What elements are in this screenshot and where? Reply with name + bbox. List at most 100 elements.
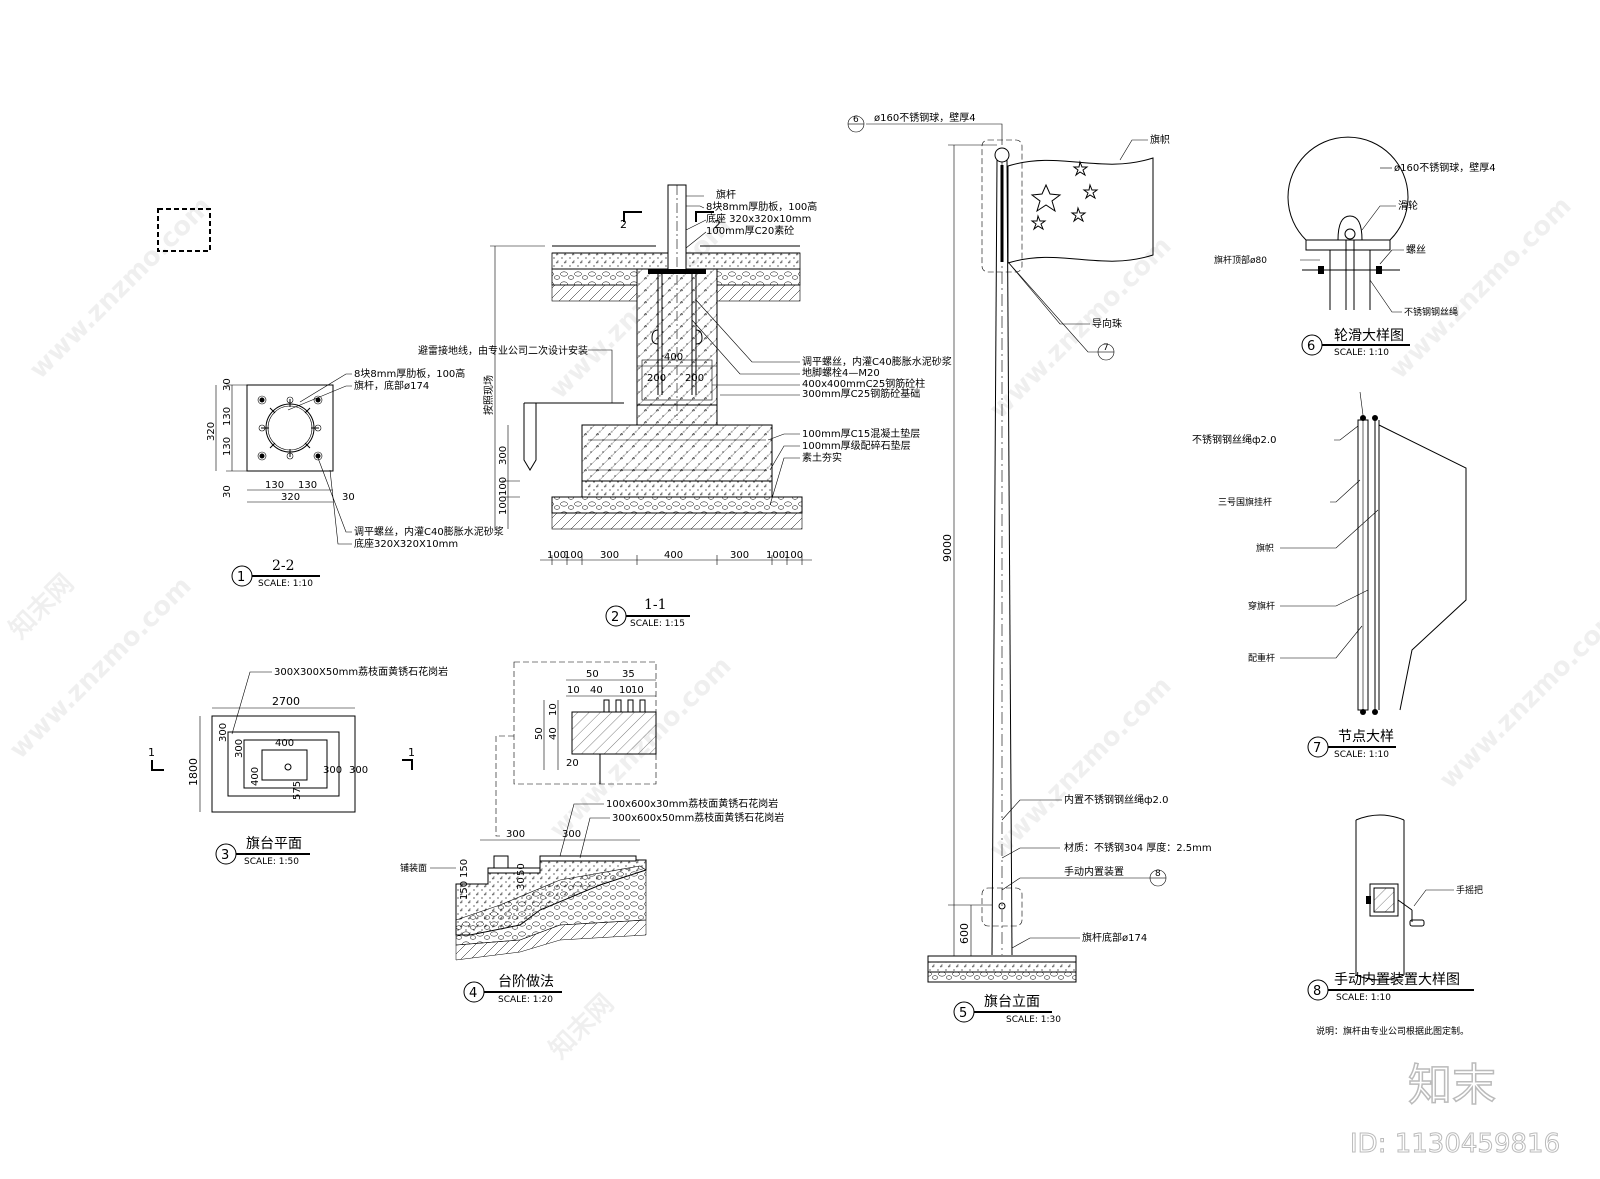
dim-label: 100 <box>498 477 509 496</box>
dim-label: 300 <box>323 765 342 776</box>
detail-number: 2 <box>611 610 619 625</box>
dim-label: 300 <box>506 829 525 840</box>
ref-number: 7 <box>1103 343 1109 353</box>
detail-scale: SCALE: 1:15 <box>630 619 685 629</box>
dim-label: 40 <box>590 685 603 696</box>
note: 三号国旗挂杆 <box>1218 496 1272 508</box>
dim-label: 100 <box>784 550 803 561</box>
detail-7-node: 不锈钢钢丝绳ф2.0 三号国旗挂杆 旗帜 穿旗杆 配重杆 7 节点大样 SCAL… <box>1192 391 1467 760</box>
detail-title: 节点大样 <box>1338 729 1394 745</box>
detail-8-manual-device: 手摇把 8 手动内置装置大样图 SCALE: 1:10 说明：旗杆由专业公司根据… <box>1307 814 1483 1037</box>
detail-title: 1-1 <box>644 597 667 613</box>
dim-label: 30 <box>222 378 233 391</box>
note: ø160不锈钢球，壁厚4 <box>1394 161 1496 174</box>
dim-label: 300 <box>234 739 245 758</box>
dim-label: 400 <box>250 767 261 786</box>
dim-label: 50 <box>534 727 545 740</box>
section-mark: 1 <box>148 746 155 759</box>
watermark-text: www.znzmo.com <box>984 231 1178 425</box>
note: 导向珠 <box>1092 317 1122 330</box>
logo-text: 知末 <box>1408 1060 1496 1111</box>
note: 滑轮 <box>1398 199 1418 212</box>
dim-label: 600 <box>958 923 971 944</box>
detail-number: 1 <box>237 570 245 585</box>
note: 避雷接地线，由专业公司二次设计安装 <box>418 344 588 357</box>
note: 素土夯实 <box>802 451 842 464</box>
note: 旗杆顶部ø80 <box>1214 254 1267 266</box>
watermark-text: www.znzmo.com <box>984 671 1178 865</box>
detail-title: 轮滑大样图 <box>1334 327 1404 344</box>
note: 旗杆 <box>716 188 736 201</box>
note: 100mm厚C15混凝土垫层 <box>802 427 920 440</box>
note: 调平螺丝，内灌C40膨胀水泥砂浆 <box>354 525 504 538</box>
dim-label: 300 <box>730 550 749 561</box>
dim-label: 10 <box>567 685 580 696</box>
note: 螺丝 <box>1406 244 1426 256</box>
dim-label: 400 <box>664 352 683 363</box>
detail-number: 3 <box>221 848 229 863</box>
dim-label: 130 <box>222 437 233 456</box>
note: 8块8mm厚肋板，100高 <box>354 367 465 380</box>
selection-box <box>157 208 211 252</box>
note: 旗杆，底部ø174 <box>354 379 429 392</box>
note: 铺装面 <box>400 862 427 874</box>
note: 300mm厚C25钢筋砼基础 <box>802 387 920 400</box>
note: 不锈钢钢丝绳 <box>1404 306 1458 318</box>
note: 底座 320x320x10mm <box>706 212 811 225</box>
dim-label: 150 <box>459 881 470 900</box>
note: 材质：不锈钢304 厚度：2.5mm <box>1064 841 1212 854</box>
note: 100mm厚级配碎石垫层 <box>802 439 911 452</box>
dim-label: 100 <box>766 550 785 561</box>
note: 地脚螺栓4—M20 <box>802 366 880 379</box>
dim-label: 400 <box>664 550 683 561</box>
detail-title: 旗台立面 <box>984 994 1040 1010</box>
detail-4-steps: 50 35 10 40 10 10 10 40 50 20 300 300 15… <box>400 661 784 1005</box>
vertical-label: 按照现场 <box>482 375 495 415</box>
note: 内置不锈钢钢丝绳ф2.0 <box>1064 793 1168 806</box>
dim-label: 300 <box>349 765 368 776</box>
note: 穿旗杆 <box>1248 600 1275 612</box>
watermark-text: www.znzmo.com <box>1384 191 1578 385</box>
note: 手动内置装置 <box>1064 865 1124 878</box>
detail-title: 手动内置装置大样图 <box>1334 972 1460 988</box>
detail-scale: SCALE: 1:10 <box>1334 348 1389 358</box>
dim-label: 10 <box>619 685 632 696</box>
dim-label: 40 <box>548 727 559 740</box>
detail-title: 2-2 <box>272 558 295 574</box>
dim-label: 300 <box>600 550 619 561</box>
image-id: ID: 1130459816 <box>1350 1129 1560 1159</box>
dim-label: 2700 <box>272 695 300 708</box>
dim-label: 400 <box>275 738 294 749</box>
section-mark: 2 <box>620 218 627 231</box>
note: 400x400mmC25钢筋砼柱 <box>802 377 925 390</box>
note: 不锈钢钢丝绳ф2.0 <box>1192 433 1276 446</box>
dim-label: 150 <box>459 859 470 878</box>
dim-label: 10 <box>548 703 559 716</box>
dim-label: 320 <box>206 422 217 441</box>
note: 底座320X320X10mm <box>354 537 458 550</box>
dim-label: 100 <box>564 550 583 561</box>
dim-label: 300 <box>218 723 229 742</box>
ref-number: 8 <box>1155 869 1161 879</box>
note: 旗杆底部ø174 <box>1082 931 1147 944</box>
dim-label: 130 <box>298 480 317 491</box>
note: 8块8mm厚肋板，100高 <box>706 200 817 213</box>
dim-label: 30 <box>516 877 527 890</box>
dim-label: 575 <box>292 781 303 800</box>
detail-scale: SCALE: 1:10 <box>1334 750 1389 760</box>
ref-number: 6 <box>853 115 859 125</box>
detail-5-pole-elevation: 9000 600 6 ø160不锈钢球，壁厚4 旗帜 导向珠 7 内置不锈钢钢丝… <box>847 111 1212 1025</box>
section-mark: 1 <box>408 746 415 759</box>
note: 100mm厚C20素砼 <box>706 224 794 237</box>
dim-label: 300 <box>562 829 581 840</box>
note: 300x600x50mm荔枝面黄锈石花岗岩 <box>612 811 784 824</box>
watermark-text: www.znzmo.com <box>1434 601 1600 795</box>
dim-label: 30 <box>342 492 355 503</box>
section-mark: 2 <box>714 218 721 231</box>
note: 调平螺丝，内灌C40膨胀水泥砂浆 <box>802 355 952 368</box>
note: 配重杆 <box>1248 652 1275 664</box>
detail-number: 5 <box>959 1006 967 1021</box>
detail-scale: SCALE: 1:10 <box>1336 993 1391 1003</box>
detail-scale: SCALE: 1:20 <box>498 995 553 1005</box>
detail-number: 4 <box>469 986 477 1001</box>
